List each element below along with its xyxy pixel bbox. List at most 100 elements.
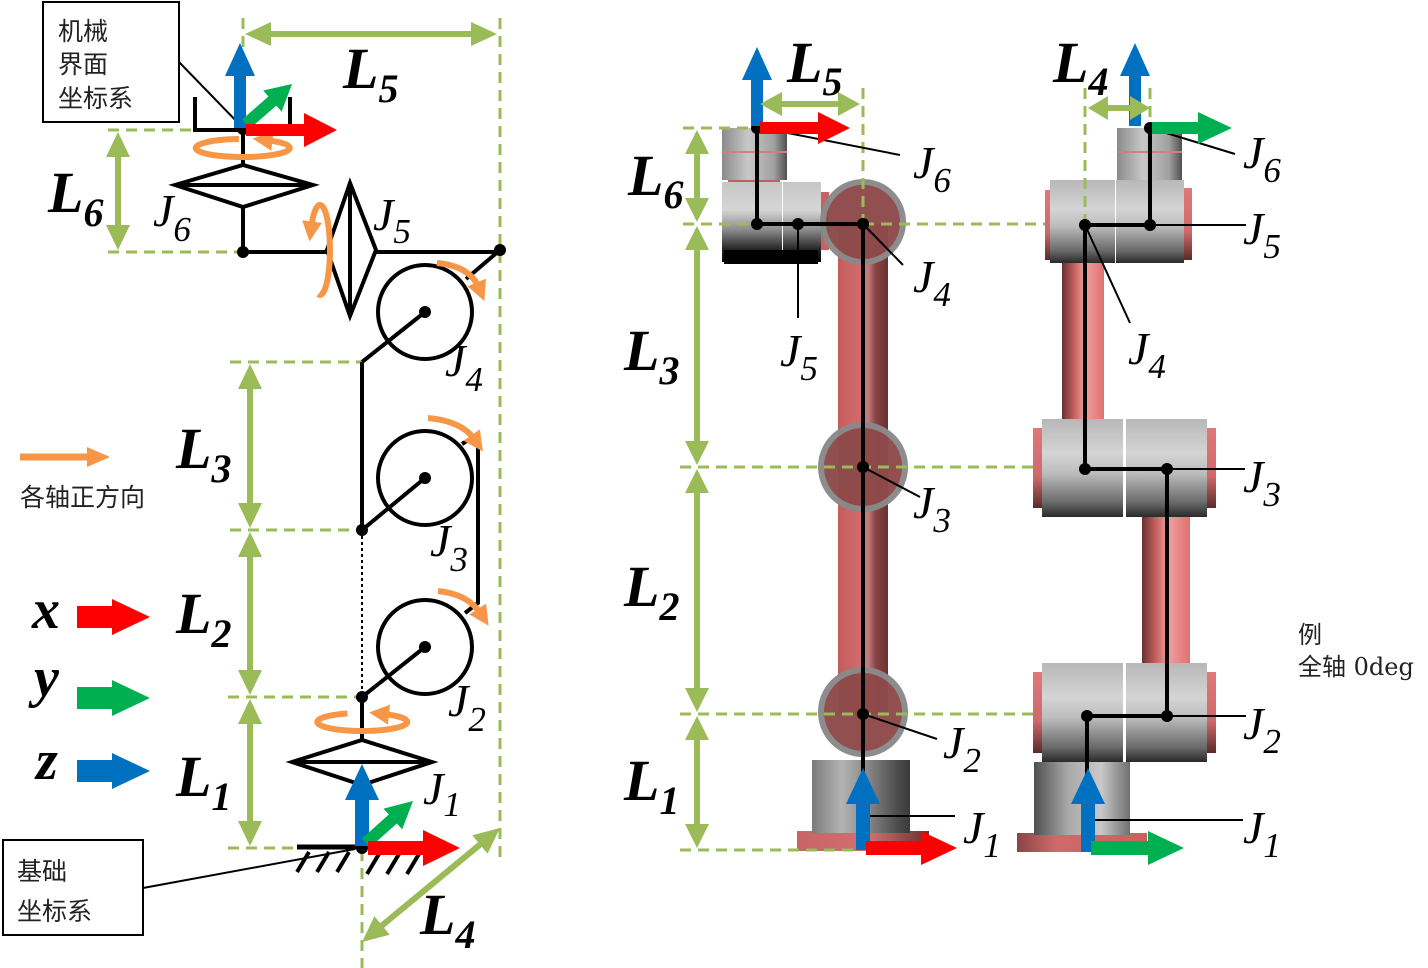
label-symbol: L	[623, 318, 659, 383]
j3-joint-symbol	[376, 429, 474, 527]
z-axis-legend-label: z	[34, 730, 58, 792]
front-j2-label: J2	[943, 717, 981, 780]
front-j6-label: J6	[913, 137, 951, 200]
x-axis-legend-arrow	[77, 599, 150, 635]
label-symbol: J	[423, 763, 446, 814]
label-index: 2	[468, 700, 486, 739]
front-j1-label: J1	[963, 802, 1001, 865]
l1-dimension-arrow	[238, 699, 262, 846]
j2-node-dot	[356, 691, 368, 703]
j5-j6-node-dot	[237, 246, 249, 258]
base-frame-line-1: 基础	[17, 857, 67, 886]
label-index: 5	[822, 59, 842, 104]
legend: 各轴正方向 x y z	[20, 447, 150, 792]
base-x-axis-arrow	[368, 830, 460, 866]
front-j4-label: J4	[913, 251, 951, 314]
tool-x-axis-arrow	[246, 113, 337, 147]
side-l4-dimension-arrow	[1088, 96, 1150, 120]
mechanical-interface-frame-box	[42, 1, 180, 123]
j3-node-dot	[356, 524, 368, 536]
positive-rotation-legend-label: 各轴正方向	[20, 483, 145, 512]
label-index: 3	[658, 348, 679, 393]
label-symbol: L	[419, 882, 455, 947]
label-index: 4	[1087, 59, 1108, 104]
label-index: 2	[1263, 722, 1281, 761]
left-j5-label: J5	[373, 189, 411, 251]
label-index: 4	[933, 275, 951, 314]
label-index: 4	[454, 912, 475, 957]
label-symbol: L	[627, 143, 663, 208]
note-text: 全轴 0deg	[1298, 653, 1414, 681]
label-symbol: J	[448, 675, 471, 726]
hatch-mark	[335, 850, 351, 874]
j4-crank	[360, 310, 427, 364]
label-index: 5	[393, 212, 411, 251]
label-index: 1	[659, 778, 679, 823]
label-index: 1	[983, 826, 1001, 865]
base-z-axis-arrow	[345, 764, 379, 846]
side-base-y-axis-arrow	[1091, 831, 1184, 865]
y-axis-legend-label: y	[28, 647, 60, 709]
left-l5-label: L5	[342, 36, 398, 111]
label-symbol: J	[943, 717, 966, 768]
left-l6-label: L6	[47, 160, 103, 235]
front-j2-leader	[862, 713, 938, 740]
left-l4-label: L4	[419, 882, 475, 957]
side-j6-label: J6	[1243, 127, 1281, 190]
side-j5-label: J5	[1243, 203, 1281, 266]
label-index: 6	[933, 161, 951, 200]
z-axis-legend-arrow	[77, 753, 150, 789]
label-index: 5	[378, 66, 398, 111]
side-l4-label: L4	[1052, 30, 1108, 104]
label-index: 6	[173, 210, 191, 249]
label-symbol: J	[913, 477, 936, 528]
label-symbol: J	[1243, 802, 1266, 853]
front-j6-flange-seam	[722, 151, 787, 153]
l3-dimension-arrow	[238, 364, 262, 528]
front-view-robot: L5 L6 L3 L2 L1 J6 J4 J5 J3 J2 J1	[623, 30, 1085, 865]
j2-crank	[360, 645, 427, 699]
label-index: 4	[1148, 347, 1166, 386]
side-j4-label: J4	[1128, 323, 1166, 386]
x-axis-legend-label: x	[31, 579, 60, 641]
label-symbol: J	[780, 325, 803, 376]
label-index: 3	[932, 501, 951, 540]
left-l2-label: L2	[175, 581, 231, 656]
front-j5-j6-dot	[751, 218, 763, 230]
label-symbol: J	[430, 515, 453, 566]
side-j1-label: J1	[1243, 802, 1281, 865]
label-symbol: L	[175, 581, 211, 646]
front-base-x-axis-arrow	[866, 831, 957, 865]
mechanical-interface-frame-line-1: 机械	[58, 17, 108, 46]
side-j2-dot	[1081, 710, 1093, 722]
base-frame-box	[2, 839, 144, 936]
j4-joint-symbol	[376, 263, 474, 361]
left-l1-label: L1	[175, 744, 231, 819]
front-j5-label: J5	[780, 325, 818, 388]
side-tool-y-axis-arrow	[1152, 112, 1232, 144]
label-index: 1	[443, 785, 461, 824]
label-symbol: L	[786, 30, 822, 95]
j4-j5-node-dot	[494, 244, 506, 256]
label-symbol: J	[373, 189, 396, 240]
j6-rotation-direction-icon	[192, 130, 293, 160]
label-index: 4	[465, 360, 483, 399]
label-index: 6	[83, 190, 103, 235]
y-axis-legend-arrow	[77, 680, 150, 716]
side-j4-leader	[1084, 224, 1131, 324]
front-l1-dimension-arrow	[685, 716, 709, 848]
side-view-robot: L4 J6 J5 J4 J3 J2 J1	[1017, 30, 1281, 865]
mechanical-interface-frame-line-3: 坐标系	[58, 84, 133, 113]
left-j6-label: J6	[153, 185, 191, 249]
front-l5-dimension-arrow	[760, 92, 860, 116]
label-index: 2	[210, 611, 231, 656]
j2-center-dot	[419, 641, 431, 653]
front-j6-flange-cylinder	[722, 128, 787, 180]
front-j4-leader	[862, 223, 904, 266]
j5-rotation-direction-icon	[302, 201, 333, 298]
front-l3-label: L3	[623, 318, 679, 393]
l2-dimension-arrow	[238, 532, 262, 695]
base-frame-leader-line	[142, 848, 356, 889]
label-symbol: J	[1243, 203, 1266, 254]
